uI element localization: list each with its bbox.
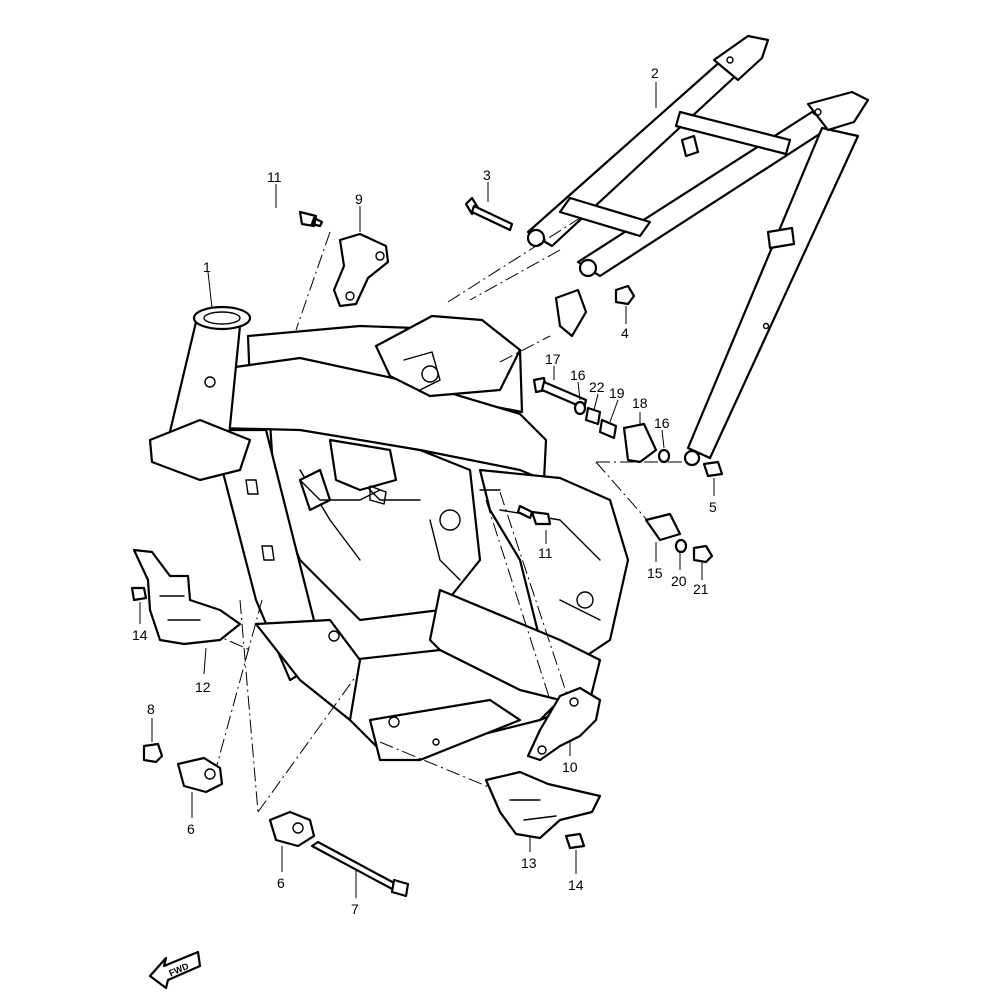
part-label-7: 7 [351,901,359,917]
part-label-12: 12 [195,679,211,695]
part-label-9: 9 [355,191,363,207]
part-label-2: 2 [651,65,659,81]
leader-lines [139,82,715,898]
long-bolt-part7 [310,840,398,892]
nut-part8 [142,742,164,764]
part-label-6b: 6 [277,875,285,891]
part-label-8: 8 [147,701,155,717]
part-label-6a: 6 [187,821,195,837]
collar-part22 [584,406,602,426]
nut-part4 [614,284,636,306]
bushing-part18 [622,422,658,464]
bolt-upper-left [298,210,324,228]
part-label-16b: 16 [654,415,670,431]
center-lines [185,217,688,813]
bolt-part14b [564,832,586,850]
part-label-19: 19 [609,385,625,401]
part-labels: 1 2 3 4 5 6 6 7 8 9 10 11 11 12 13 14 14… [132,65,717,978]
part-label-14b: 14 [568,877,584,893]
bracket-upper-left [332,232,390,308]
mount-part6b [268,810,316,848]
part-label-1: 1 [203,259,211,275]
part-label-18: 18 [632,395,648,411]
part-label-4: 4 [621,325,629,341]
part-label-21: 21 [693,581,709,597]
mount-part6a [176,756,224,794]
part-label-5: 5 [709,499,717,515]
part-label-16a: 16 [570,367,586,383]
guard-left [132,548,242,646]
forward-arrow [148,950,202,990]
part-label-3: 3 [483,167,491,183]
part-label-15: 15 [647,565,663,581]
nut-part21 [692,544,714,564]
washer-part20 [674,538,688,554]
bracket-lower-right [526,686,602,762]
part-label-10: 10 [562,759,578,775]
bolt-part5 [702,460,724,478]
part-label-14a: 14 [132,627,148,643]
bolt-middle-right [516,504,552,526]
part-label-11a: 11 [267,169,282,185]
part-label-13: 13 [521,855,537,871]
bushing-part15 [644,512,682,542]
bolt-part14a [130,586,148,602]
part-label-20: 20 [671,573,687,589]
part-label-17: 17 [545,351,561,367]
part-label-11b: 11 [538,545,553,561]
fasteners-and-brackets [130,196,724,990]
collar-part19 [598,418,618,440]
part-label-22: 22 [589,379,605,395]
guard-right [484,770,602,840]
washer-part16a [573,400,587,416]
washer-part16b [657,448,671,464]
main-frame[interactable] [148,305,630,762]
